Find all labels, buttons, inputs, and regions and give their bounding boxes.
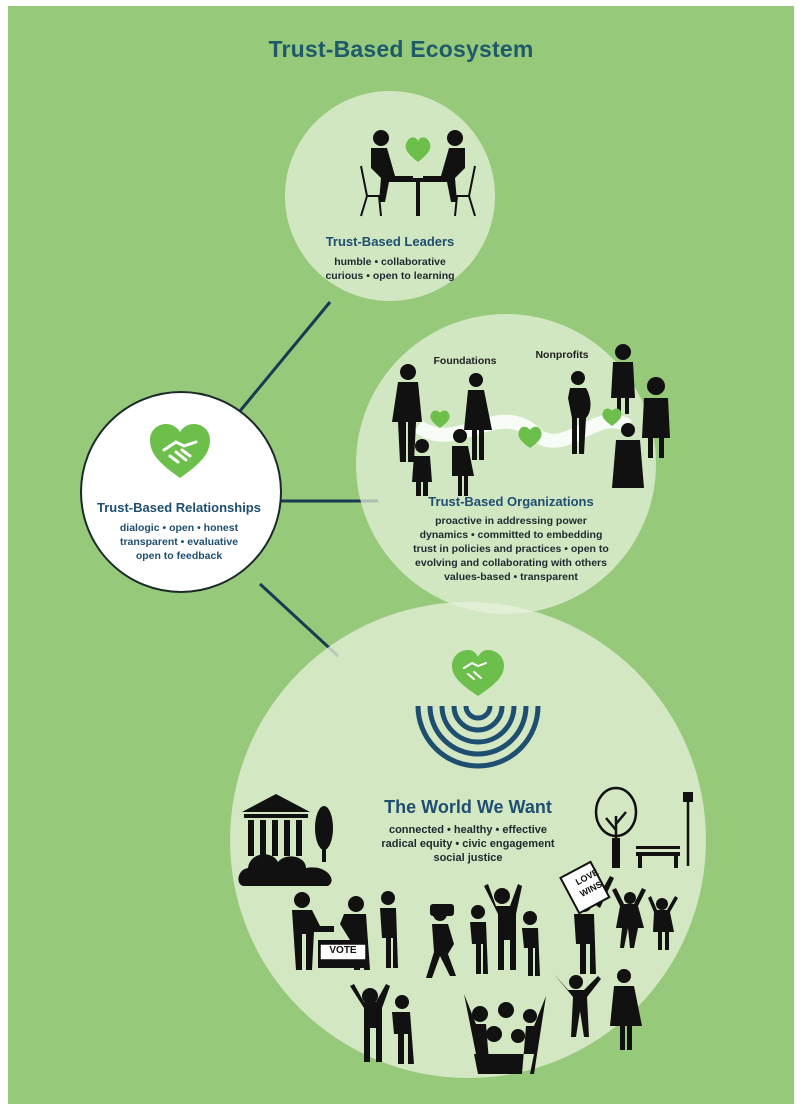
relationships-heading: Trust-Based Relationships [97,500,261,515]
leaders-meeting-icon [360,130,476,217]
infographic-canvas: Trust-Based Ecosystem Trust-Based Leader… [8,6,794,1104]
connector-to-world [258,582,340,658]
relationships-circle [80,391,282,593]
leaders-heading: Trust-Based Leaders [325,234,455,249]
ripple-heart-icon [415,650,541,769]
heart-handshake-icon [150,424,210,478]
organizations-line-3: trust in policies and practices • open t… [413,543,609,555]
leaders-line-2: curious • open to learning [325,270,455,282]
world-line-1: connected • healthy • effective [388,824,548,836]
connector-to-leaders [238,301,332,412]
heart-icon [405,137,431,162]
world-line-2: radical equity • civic engagement [381,838,555,850]
leaders-line-1: humble • collaborative [334,256,446,268]
relationships-line-2: transparent • evaluative [119,536,239,548]
organizations-heading: Trust-Based Organizations [428,494,594,509]
organizations-line-2: dynamics • committed to embedding [419,529,603,541]
relationships-line-1: dialogic • open • honest [119,522,239,534]
page-title: Trust-Based Ecosystem [268,36,534,62]
foundations-label: Foundations [433,355,497,367]
vote-box [319,943,367,961]
nonprofits-label: Nonprofits [535,349,589,361]
relationships-line-3: open to feedback [135,550,223,562]
park-icon [594,786,693,868]
organizations-line-1: proactive in addressing power [435,515,587,527]
vote-sign-text: VOTE [329,945,357,956]
world-heading: The World We Want [384,797,552,817]
love-wins-sign [559,860,611,915]
organizations-people-icon [392,344,670,496]
organizations-line-4: evolving and collaborating with others [415,557,607,569]
organizations-line-5: values-based • transparent [444,571,578,583]
community-people-icon [292,860,678,1074]
courthouse-icon [238,794,333,886]
organizations-circle [356,314,656,614]
world-line-3: social justice [433,852,503,864]
